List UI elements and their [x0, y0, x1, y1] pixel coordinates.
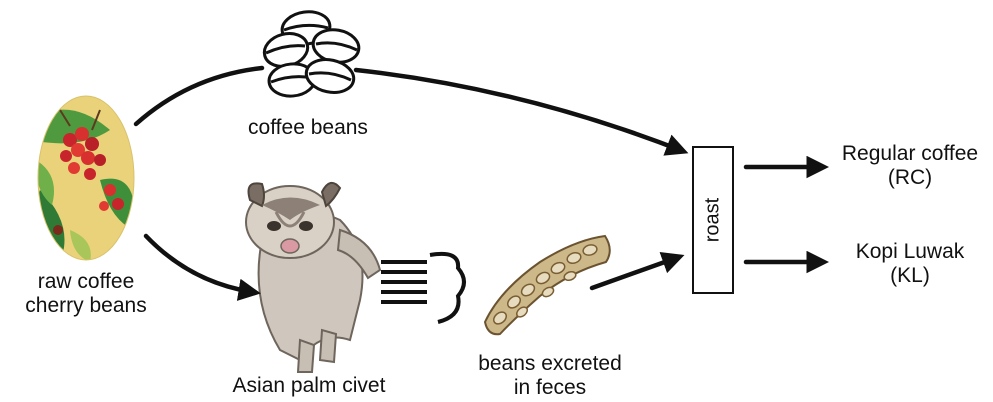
asian-palm-civet-label: Asian palm civet [214, 374, 404, 398]
beans-excreted-label: beans excreted in feces [460, 352, 640, 400]
raw-coffee-cherry-beans-label: raw coffee cherry beans [2, 270, 170, 318]
kopi-luwak-label: Kopi Luwak (KL) [830, 240, 990, 288]
excretion-puff-marks [430, 254, 464, 322]
asian-palm-civet-illustration [246, 183, 380, 372]
coffee-beans-label: coffee beans [240, 116, 376, 140]
roast-label: roast [702, 198, 725, 242]
excretion-motion-lines [381, 262, 427, 302]
raw-coffee-cherry-illustration [30, 96, 135, 262]
roast-box: roast [692, 146, 734, 294]
arrow-beans-to-roast [356, 70, 680, 150]
coffee-beans-illustration [261, 9, 362, 98]
regular-coffee-label: Regular coffee (RC) [830, 142, 990, 190]
beans-in-feces-illustration [485, 236, 610, 334]
